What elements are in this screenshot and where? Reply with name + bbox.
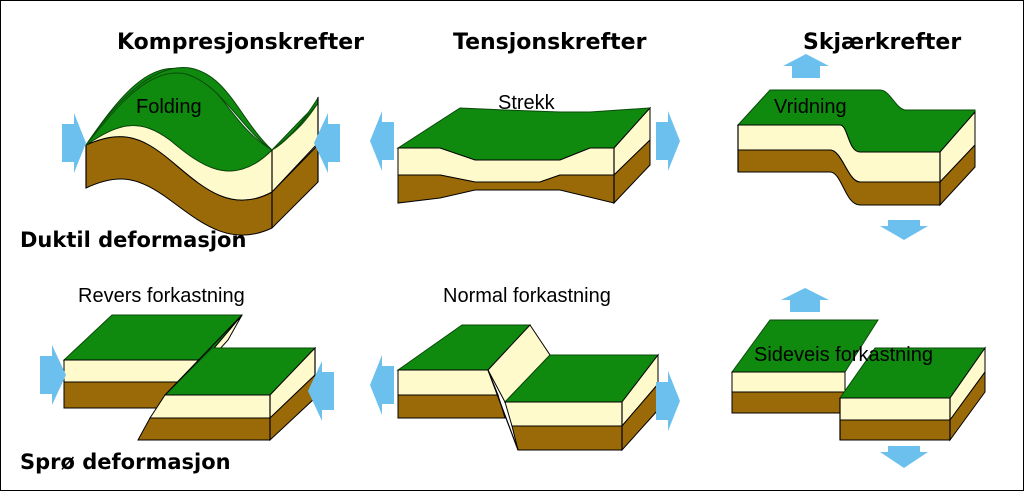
header-compression: Kompresjonskrefter [117,30,364,55]
normal-arrow-left [370,355,394,415]
header-tension: Tensjonskrefter [453,30,647,55]
normal-fault-block [396,324,660,452]
reverse-lower-brown [137,417,271,441]
twist-block [736,89,976,207]
label-reverse-fault: Revers forkastning [78,285,245,307]
reverse-fault-block [62,314,317,442]
strikeslip-arrow-down [880,446,928,468]
reverse-lower-cream [149,394,271,419]
row-label-ductile: Duktil deformasjon [20,228,247,252]
strikeslip-back-cream [731,371,846,393]
folding-arrow-left [62,113,86,173]
header-shear: Skjærkrefter [803,30,962,55]
normal-right-cream [504,401,623,427]
stretch-block [396,106,652,205]
row-label-brittle: Sprø deformasjon [20,450,231,474]
reverse-arrow-left [40,345,66,405]
label-strike-slip-fault: Sideveis forkastning [754,344,933,366]
folding-arrow-right [314,113,340,173]
label-stretch: Strekk [498,92,555,114]
label-normal-fault: Normal forkastning [443,285,611,307]
label-folding: Folding [136,96,202,118]
strikeslip-front-cream [839,397,951,421]
strikeslip-front-brown [839,419,951,441]
label-twist: Vridning [774,96,847,118]
twist-arrow-down [880,220,928,240]
strikeslip-arrow-up [781,288,829,312]
folding-block [85,67,319,236]
strikeslip-back-brown [731,391,846,414]
normal-right-brown [511,425,623,451]
stretch-arrow-left [370,111,394,171]
normal-left-brown [397,394,506,419]
stretch-arrow-right [656,111,680,171]
normal-arrow-right [656,371,680,431]
strike-slip-block [731,319,986,442]
twist-arrow-up [783,54,829,78]
reverse-arrow-right [308,361,334,421]
normal-left-cream [397,369,499,396]
